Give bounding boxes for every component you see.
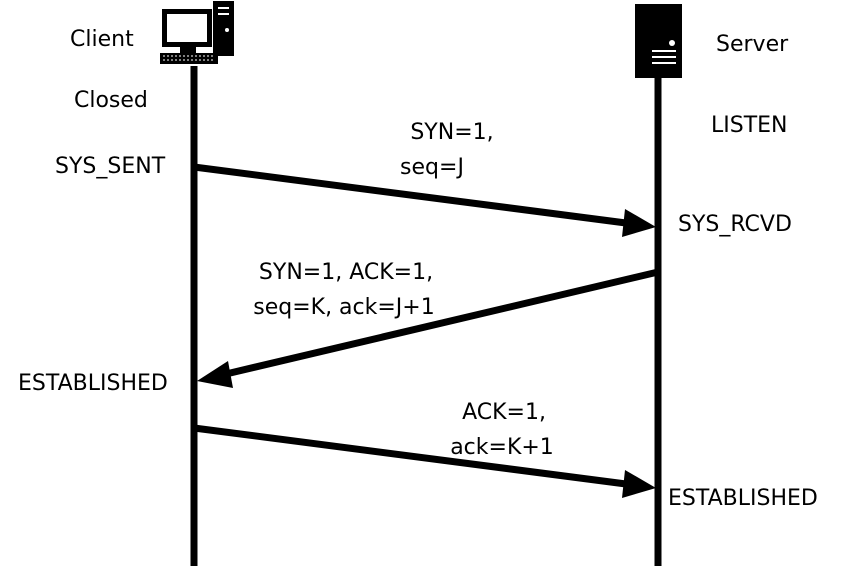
- message-1-line-2: seq=J: [400, 155, 464, 180]
- client-state-closed: Closed: [74, 88, 148, 113]
- ack-arrow: [193, 424, 656, 498]
- client-state-syn-sent: SYS_SENT: [55, 154, 166, 179]
- message-3-line-2: ack=K+1: [450, 435, 554, 460]
- syn-arrow: [193, 163, 656, 237]
- client-label: Client: [70, 27, 134, 52]
- message-3-line-1: ACK=1,: [462, 400, 546, 425]
- computer-icon: [160, 1, 234, 64]
- client-state-established: ESTABLISHED: [18, 371, 168, 396]
- server-state-syn-rcvd: SYS_RCVD: [678, 212, 792, 237]
- server-label: Server: [716, 32, 789, 57]
- syn-ack-arrow: [197, 268, 659, 388]
- server-icon: [635, 4, 682, 78]
- message-1-line-1: SYN=1,: [410, 120, 494, 145]
- server-state-listen: LISTEN: [711, 113, 788, 138]
- message-2-line-2: seq=K, ack=J+1: [253, 295, 435, 320]
- message-2-line-1: SYN=1, ACK=1,: [258, 260, 434, 285]
- server-state-established: ESTABLISHED: [668, 486, 818, 511]
